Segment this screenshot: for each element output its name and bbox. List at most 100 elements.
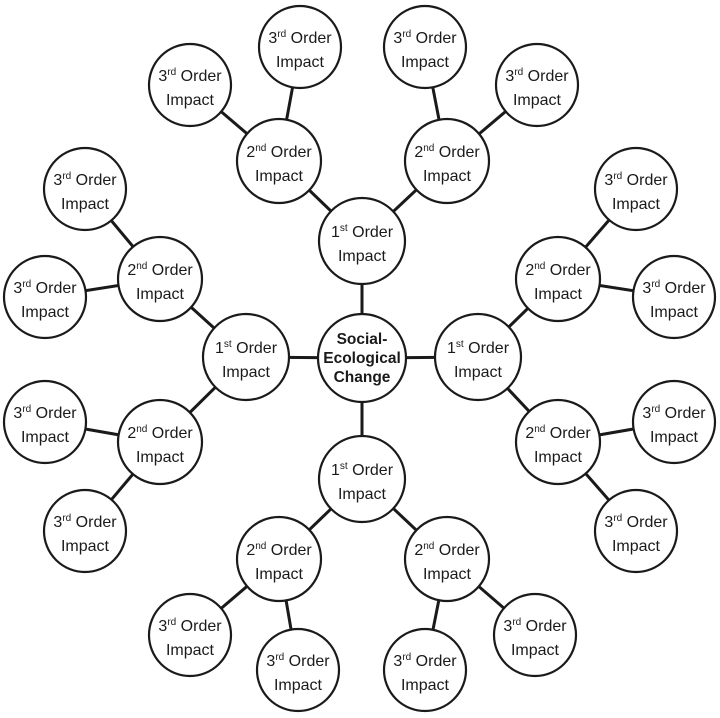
impact-label: Impact — [222, 364, 271, 381]
impact-label: Impact — [61, 538, 110, 555]
impact-label: Impact — [423, 566, 472, 583]
first-order-node-circle — [317, 196, 407, 286]
impact-label: Impact — [255, 566, 304, 583]
impact-label: Impact — [513, 92, 562, 109]
second-order-node-circle — [403, 117, 491, 205]
order-label: 3rd Order — [503, 617, 567, 635]
impact-label: Impact — [166, 92, 215, 109]
order-label: 3rd Order — [604, 171, 668, 189]
impact-label: Impact — [534, 449, 583, 466]
third-order-node-circle — [255, 627, 341, 713]
order-label: 2nd Order — [127, 424, 193, 442]
third-order-node-circle — [631, 379, 717, 465]
second-order-node-circle — [235, 117, 323, 205]
order-label: 2nd Order — [414, 143, 480, 161]
impact-label: Impact — [612, 196, 661, 213]
order-label: 2nd Order — [525, 424, 591, 442]
impact-label: Impact — [338, 248, 387, 265]
order-label: 3rd Order — [13, 404, 77, 422]
center-label-line: Ecological — [323, 350, 401, 367]
impact-label: Impact — [61, 196, 110, 213]
third-order-node-circle — [593, 488, 679, 574]
order-label: 3rd Order — [393, 29, 457, 47]
center-node-circle — [316, 312, 408, 404]
order-label: 2nd Order — [246, 541, 312, 559]
order-label: 3rd Order — [505, 67, 569, 85]
impact-label: Impact — [534, 286, 583, 303]
first-order-node-circle — [201, 312, 291, 402]
impact-label: Impact — [276, 54, 325, 71]
third-order-node-circle — [382, 4, 468, 90]
third-order-node-circle — [494, 42, 580, 128]
impact-label: Impact — [650, 304, 699, 321]
second-order-node-circle — [116, 398, 204, 486]
third-order-node-circle — [2, 379, 88, 465]
second-order-node-circle — [514, 235, 602, 323]
impact-label: Impact — [401, 677, 450, 694]
order-label: 3rd Order — [158, 617, 222, 635]
first-order-node-circle — [433, 312, 523, 402]
order-label: 3rd Order — [642, 279, 706, 297]
order-label: 3rd Order — [266, 652, 330, 670]
order-label: 2nd Order — [246, 143, 312, 161]
impact-label: Impact — [511, 642, 560, 659]
impact-label: Impact — [136, 286, 185, 303]
impact-label: Impact — [255, 168, 304, 185]
third-order-node-circle — [42, 488, 128, 574]
impact-label: Impact — [423, 168, 472, 185]
impact-label: Impact — [21, 429, 70, 446]
third-order-node-circle — [492, 592, 578, 678]
third-order-node-circle — [42, 146, 128, 232]
third-order-node-circle — [382, 627, 468, 713]
second-order-node-circle — [116, 235, 204, 323]
order-label: 2nd Order — [414, 541, 480, 559]
order-label: 3rd Order — [393, 652, 457, 670]
order-label: 1st Order — [331, 461, 394, 479]
impact-label: Impact — [401, 54, 450, 71]
order-label: 1st Order — [331, 223, 394, 241]
impact-label: Impact — [136, 449, 185, 466]
order-label: 3rd Order — [268, 29, 332, 47]
order-label: 3rd Order — [158, 67, 222, 85]
impact-label: Impact — [274, 677, 323, 694]
impact-label: Impact — [454, 364, 503, 381]
order-label: 1st Order — [447, 339, 510, 357]
third-order-node-circle — [147, 42, 233, 128]
impact-label: Impact — [650, 429, 699, 446]
order-label: 3rd Order — [642, 404, 706, 422]
order-label: 2nd Order — [525, 261, 591, 279]
order-label: 3rd Order — [53, 171, 117, 189]
third-order-node-circle — [257, 4, 343, 90]
order-label: 3rd Order — [53, 513, 117, 531]
second-order-node-circle — [403, 515, 491, 603]
first-order-node-circle — [317, 434, 407, 524]
order-label: 1st Order — [215, 339, 278, 357]
order-label: 3rd Order — [13, 279, 77, 297]
third-order-node-circle — [2, 254, 88, 340]
order-label: 3rd Order — [604, 513, 668, 531]
